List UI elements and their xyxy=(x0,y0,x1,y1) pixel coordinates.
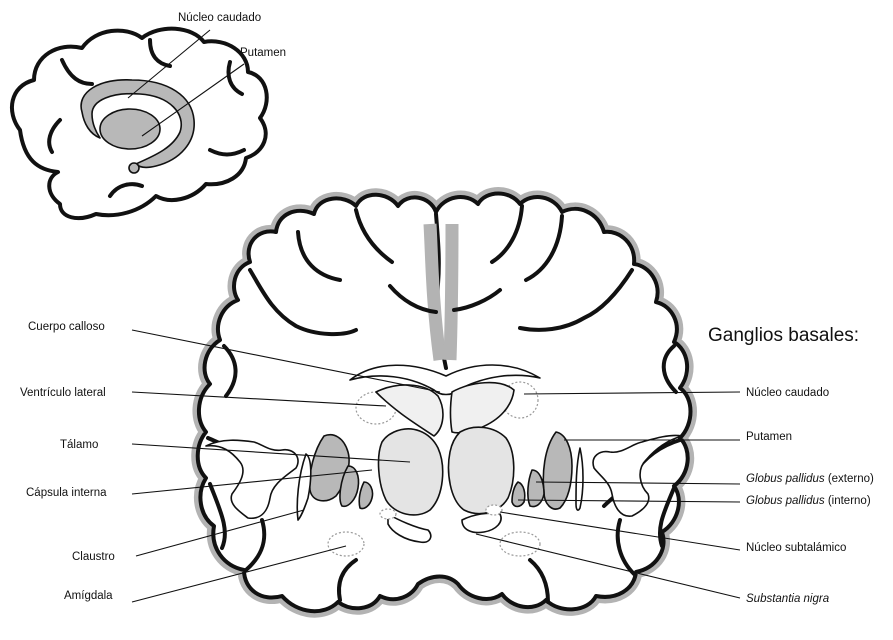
thalamus-right xyxy=(449,427,514,513)
diagram-heading: Ganglios basales: xyxy=(708,325,859,346)
amygdala-right xyxy=(500,532,540,556)
thalamus-left xyxy=(379,429,443,515)
gp-internal-suffix: (interno) xyxy=(825,495,871,507)
sagittal-brain-inset xyxy=(12,29,267,218)
label-internal-capsule: Cápsula interna xyxy=(26,487,107,499)
small-structure-right xyxy=(486,505,502,515)
inset-putamen-label: Putamen xyxy=(240,47,286,59)
label-substantia-nigra: Substantia nigra xyxy=(746,593,829,605)
label-globus-pallidus-external: Globus pallidus (externo) xyxy=(746,473,874,485)
label-globus-pallidus-internal: Globus pallidus (interno) xyxy=(746,495,871,507)
label-amygdala: Amígdala xyxy=(64,590,113,602)
inset-amygdala xyxy=(129,163,139,173)
label-lateral-ventricle: Ventrículo lateral xyxy=(20,387,106,399)
label-subthalamic-nucleus: Núcleo subtalámico xyxy=(746,542,846,554)
coronal-outline xyxy=(198,194,691,612)
label-putamen: Putamen xyxy=(746,431,792,443)
label-corpus-callosum: Cuerpo calloso xyxy=(28,321,105,333)
label-caudate-nucleus: Núcleo caudado xyxy=(746,387,829,399)
amygdala-left xyxy=(328,532,364,556)
fissure-gray-band xyxy=(450,224,452,360)
gp-external-name: Globus pallidus xyxy=(746,473,825,485)
coronal-section xyxy=(198,194,691,612)
label-claustrum: Claustro xyxy=(72,551,115,563)
small-structure-left xyxy=(380,509,396,519)
gp-external-suffix: (externo) xyxy=(825,473,874,485)
label-thalamus: Tálamo xyxy=(60,439,98,451)
gp-internal-name: Globus pallidus xyxy=(746,495,825,507)
inset-caudate-label: Núcleo caudado xyxy=(178,12,261,24)
